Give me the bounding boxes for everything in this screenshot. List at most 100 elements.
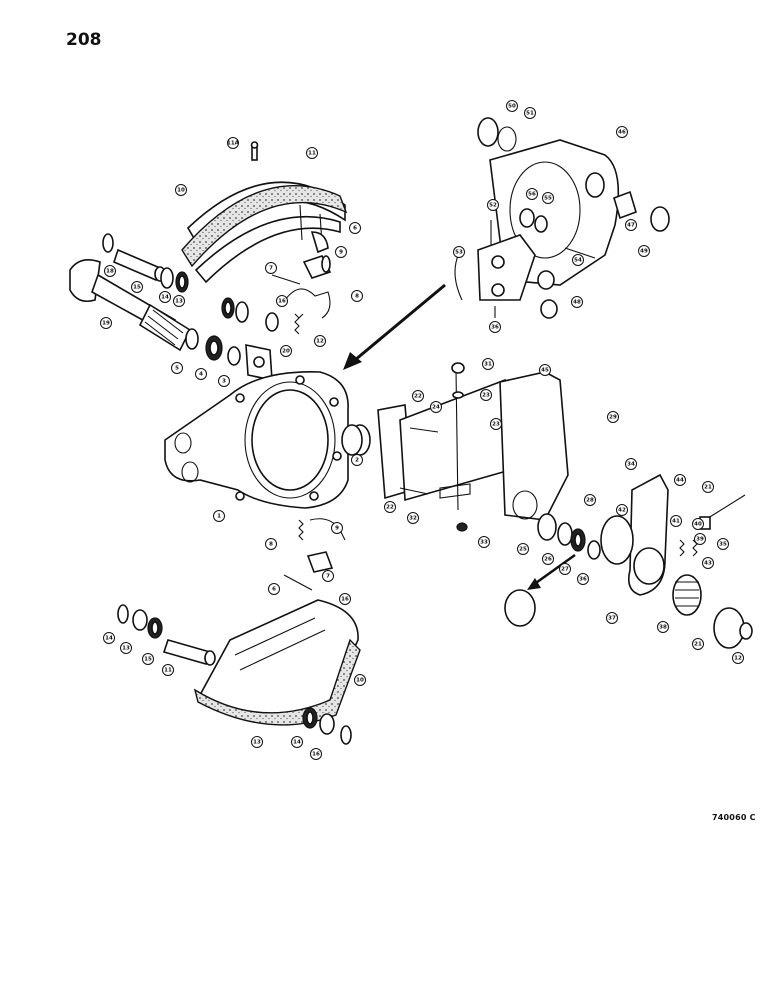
callout-11A: 11A bbox=[227, 137, 240, 149]
arrow-lower bbox=[527, 553, 576, 590]
callout-label: 9 bbox=[335, 525, 339, 531]
callout-label: 29 bbox=[609, 414, 617, 420]
callout-37: 37 bbox=[606, 612, 618, 624]
callout-label: 5 bbox=[175, 365, 179, 371]
callout-20: 20 bbox=[280, 345, 292, 357]
callout-label: 23 bbox=[492, 421, 500, 427]
arrow-upper bbox=[343, 283, 446, 370]
callout-46: 46 bbox=[616, 126, 628, 138]
callout-label: 33 bbox=[480, 539, 488, 545]
callout-1: 1 bbox=[213, 510, 225, 522]
shoe-rivet-11a bbox=[250, 141, 259, 161]
callout-51: 51 bbox=[524, 107, 536, 119]
callout-14: 14 bbox=[159, 291, 171, 303]
bolts-30-31-33 bbox=[439, 362, 471, 532]
callout-label: 14 bbox=[293, 739, 301, 745]
callout-label: 8 bbox=[355, 293, 359, 299]
callout-14: 14 bbox=[103, 632, 115, 644]
callout-5: 5 bbox=[171, 362, 183, 374]
callout-label: 23 bbox=[482, 392, 490, 398]
callout-41: 41 bbox=[670, 515, 682, 527]
callout-4: 4 bbox=[195, 368, 207, 380]
lower-anchor-pin-15 bbox=[162, 639, 216, 666]
callout-15: 15 bbox=[142, 653, 154, 665]
cover-38 bbox=[713, 607, 753, 649]
callout-10: 10 bbox=[354, 674, 366, 686]
callout-label: 19 bbox=[102, 320, 110, 326]
callout-label: 9 bbox=[339, 249, 343, 255]
anchor-pin-15 bbox=[113, 248, 166, 282]
callout-2: 2 bbox=[351, 454, 363, 466]
bolts-52-54 bbox=[490, 220, 596, 318]
callout-label: 6 bbox=[272, 586, 276, 592]
callout-label: 8 bbox=[269, 541, 273, 547]
page-number: 208 bbox=[66, 30, 102, 50]
camshaft-seals-lower bbox=[185, 328, 241, 366]
callout-label: 26 bbox=[544, 556, 552, 562]
mount-block-48 bbox=[477, 234, 558, 319]
callout-label: 20 bbox=[282, 348, 290, 354]
callout-label: 36 bbox=[579, 576, 587, 582]
seal-50-ring-51 bbox=[477, 117, 517, 152]
worm-gear-43 bbox=[672, 574, 702, 616]
callout-16: 16 bbox=[276, 295, 288, 307]
bushings-47-49 bbox=[613, 190, 670, 232]
callout-label: 35 bbox=[719, 541, 727, 547]
callout-label: 51 bbox=[526, 110, 534, 116]
mounting-tube-bracket bbox=[377, 371, 569, 521]
callout-label: 53 bbox=[455, 249, 463, 255]
callout-19: 19 bbox=[100, 317, 112, 329]
callout-32: 32 bbox=[407, 512, 419, 524]
callout-label: 43 bbox=[704, 560, 712, 566]
callout-55: 55 bbox=[542, 192, 554, 204]
lower-seals bbox=[117, 604, 352, 745]
callout-9: 9 bbox=[331, 522, 343, 534]
callout-33: 33 bbox=[478, 536, 490, 548]
callout-label: 3 bbox=[222, 378, 226, 384]
callout-label: 49 bbox=[640, 248, 648, 254]
callout-label: 10 bbox=[177, 187, 185, 193]
bolts-22-23 bbox=[399, 427, 439, 495]
callout-label: 31 bbox=[484, 361, 492, 367]
callout-8: 8 bbox=[351, 290, 363, 302]
callout-45: 45 bbox=[539, 364, 551, 376]
seals-25-26-27-28 bbox=[504, 513, 601, 627]
upper-brake-shoe bbox=[181, 181, 348, 284]
callout-label: 55 bbox=[544, 195, 552, 201]
callout-label: 7 bbox=[326, 573, 330, 579]
callout-label: 42 bbox=[618, 507, 626, 513]
callout-48: 48 bbox=[571, 296, 583, 308]
callout-label: 52 bbox=[489, 202, 497, 208]
callout-6: 6 bbox=[268, 583, 280, 595]
callout-25: 25 bbox=[517, 543, 529, 555]
callout-34: 34 bbox=[625, 458, 637, 470]
callout-3: 3 bbox=[218, 375, 230, 387]
callout-12: 12 bbox=[732, 652, 744, 664]
callout-label: 13 bbox=[253, 739, 261, 745]
slack-adjuster bbox=[600, 473, 669, 596]
callout-label: 25 bbox=[519, 546, 527, 552]
callout-8: 8 bbox=[265, 538, 277, 550]
callout-label: 15 bbox=[133, 284, 141, 290]
callout-27: 27 bbox=[559, 563, 571, 575]
callout-label: 36 bbox=[491, 324, 499, 330]
callout-label: 1 bbox=[217, 513, 221, 519]
callout-label: 11A bbox=[227, 140, 240, 146]
callout-7: 7 bbox=[322, 570, 334, 582]
gasket-20 bbox=[245, 344, 273, 381]
retainer-spring-8 bbox=[284, 288, 331, 319]
callout-43: 43 bbox=[702, 557, 714, 569]
callout-label: 12 bbox=[316, 338, 324, 344]
callout-40: 40 bbox=[692, 518, 704, 530]
brake-spider bbox=[164, 371, 349, 509]
callout-6: 6 bbox=[349, 222, 361, 234]
callout-label: 11 bbox=[308, 150, 316, 156]
callout-11: 11 bbox=[306, 147, 318, 159]
callout-21: 21 bbox=[702, 481, 714, 493]
callout-label: 41 bbox=[672, 518, 680, 524]
callout-label: 46 bbox=[618, 129, 626, 135]
callout-label: 10 bbox=[356, 677, 364, 683]
callout-label: 40 bbox=[694, 521, 702, 527]
callout-label: 44 bbox=[676, 477, 684, 483]
